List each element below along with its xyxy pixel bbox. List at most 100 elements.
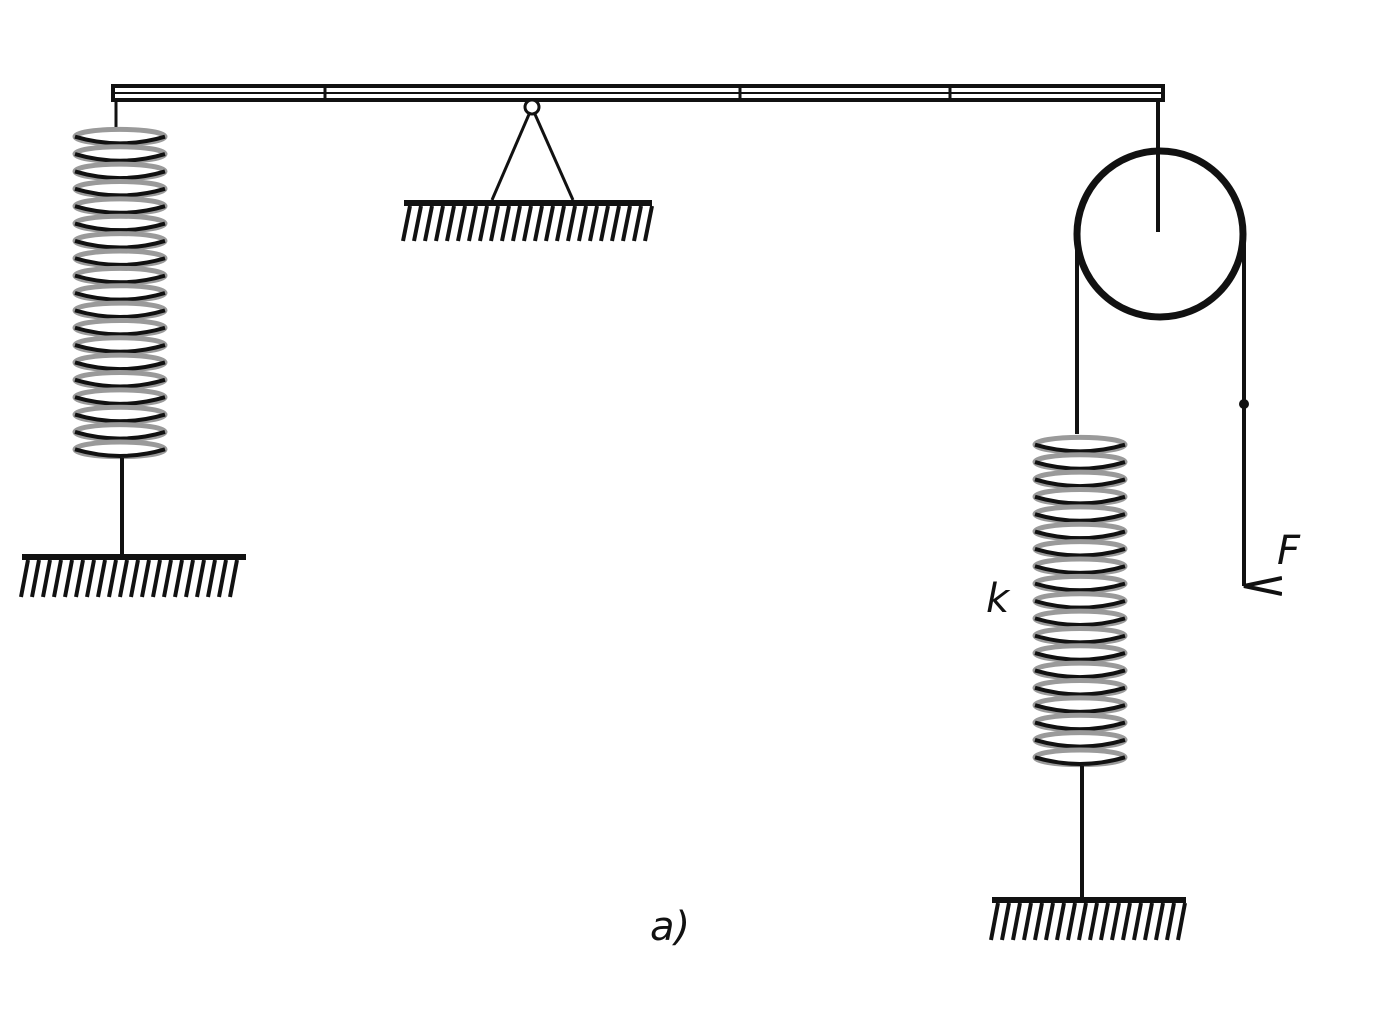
spring-coil-front — [1034, 651, 1126, 662]
ground-hatch — [478, 205, 489, 242]
ground-hatch — [1121, 902, 1132, 941]
ground-hatch — [489, 205, 500, 242]
force-arrow — [1239, 399, 1249, 586]
ground-hatch — [467, 205, 478, 242]
spring-coil-front — [74, 412, 166, 424]
spring-coil-front — [1034, 460, 1126, 471]
ground-hatch — [500, 205, 511, 242]
force-label: F — [1277, 528, 1301, 574]
ground-hatch — [96, 559, 107, 598]
spring-coil-front — [74, 291, 166, 302]
ground-hatch — [577, 205, 588, 242]
ground-hatch — [1110, 902, 1121, 941]
ground-hatch — [140, 559, 151, 598]
ground-hatch — [544, 205, 555, 242]
spring-coil-front — [74, 152, 166, 163]
ground-hatch — [1044, 902, 1055, 941]
ground-hatch — [74, 559, 85, 598]
left-spring-assembly — [19, 100, 246, 598]
ground-hatch — [989, 902, 1000, 941]
ground-hatch — [85, 559, 96, 598]
ground-hatch — [151, 559, 162, 598]
spring-coil-front — [1034, 668, 1126, 680]
pivot-ground — [401, 200, 654, 242]
ground-hatch — [445, 205, 456, 242]
ground-hatch — [1088, 902, 1099, 941]
ground-hatch — [1011, 902, 1022, 941]
spring-coil-front — [1034, 512, 1126, 523]
ground-hatch — [1165, 902, 1176, 941]
pulley-system — [1073, 100, 1247, 434]
ground-hatch — [41, 559, 52, 598]
ground-hatch — [1154, 902, 1165, 941]
spring-coil-front — [1034, 529, 1126, 541]
spring-coil-front — [1034, 703, 1126, 714]
ground-hatch — [1176, 902, 1187, 941]
ground-hatch — [1143, 902, 1154, 941]
ground-hatch — [1033, 902, 1044, 941]
spring-coil-front — [74, 134, 166, 146]
spring-coil-front — [74, 256, 166, 267]
spring-coil-front — [74, 430, 166, 441]
spring-coil-front — [74, 325, 166, 337]
spring-coil-front — [1034, 477, 1126, 489]
spring-coil-front — [74, 169, 166, 181]
ground-hatch — [228, 559, 239, 598]
spring-coil-front — [74, 360, 166, 372]
spring-coil-front — [1034, 494, 1126, 506]
pivot-support — [401, 98, 654, 242]
spring-coil-front — [1034, 616, 1126, 628]
spring-coil-front — [74, 238, 166, 250]
beam — [111, 84, 1165, 102]
right-ground — [989, 897, 1187, 941]
spring-coil-front — [74, 447, 166, 458]
spring-constant-label: k — [986, 576, 1011, 622]
left-ground — [19, 554, 246, 598]
spring-coil-front — [74, 273, 166, 285]
ground-hatch — [533, 205, 544, 242]
spring-coil-front — [1034, 685, 1126, 697]
ground-hatch — [118, 559, 129, 598]
ground-hatch — [30, 559, 41, 598]
ground-hatch — [162, 559, 173, 598]
spring-coil-front — [74, 377, 166, 389]
spring-coil-front — [1034, 755, 1126, 766]
spring-coil-front — [1034, 564, 1126, 575]
ground-hatch — [195, 559, 206, 598]
ground-hatch — [412, 205, 423, 242]
ground-hatch — [19, 559, 30, 598]
right-spring — [1032, 434, 1128, 768]
ground-hatch — [632, 205, 643, 242]
ground-hatch — [511, 205, 522, 242]
ground-hatch — [423, 205, 434, 242]
ground-hatch — [107, 559, 118, 598]
spring-coil-front — [1034, 581, 1126, 593]
spring-coil-front — [1034, 633, 1126, 645]
ground-hatch — [184, 559, 195, 598]
spring-coil-front — [74, 395, 166, 406]
ground-hatch — [217, 559, 228, 598]
spring-coil-front — [1034, 442, 1126, 454]
ground-hatch — [610, 205, 621, 242]
ground-hatch — [1066, 902, 1077, 941]
spring-coil-front — [74, 204, 166, 215]
ground-hatch — [52, 559, 63, 598]
ground-hatch — [1055, 902, 1066, 941]
ground-hatch — [1132, 902, 1143, 941]
ground-hatch — [555, 205, 566, 242]
ground-hatch — [173, 559, 184, 598]
ground-hatch — [401, 205, 412, 242]
right-spring-assembly — [989, 434, 1187, 941]
ground-hatch — [206, 559, 217, 598]
spring-coil-front — [74, 221, 166, 233]
ground-hatch — [434, 205, 445, 242]
ground-hatch — [1099, 902, 1110, 941]
spring-coil-front — [74, 186, 166, 198]
panel-label: a) — [650, 904, 690, 950]
ground-hatch — [1000, 902, 1011, 941]
ground-hatch — [588, 205, 599, 242]
pivot-pin — [523, 98, 541, 116]
spring-coil-front — [1034, 546, 1126, 558]
spring-coil-front — [74, 343, 166, 354]
